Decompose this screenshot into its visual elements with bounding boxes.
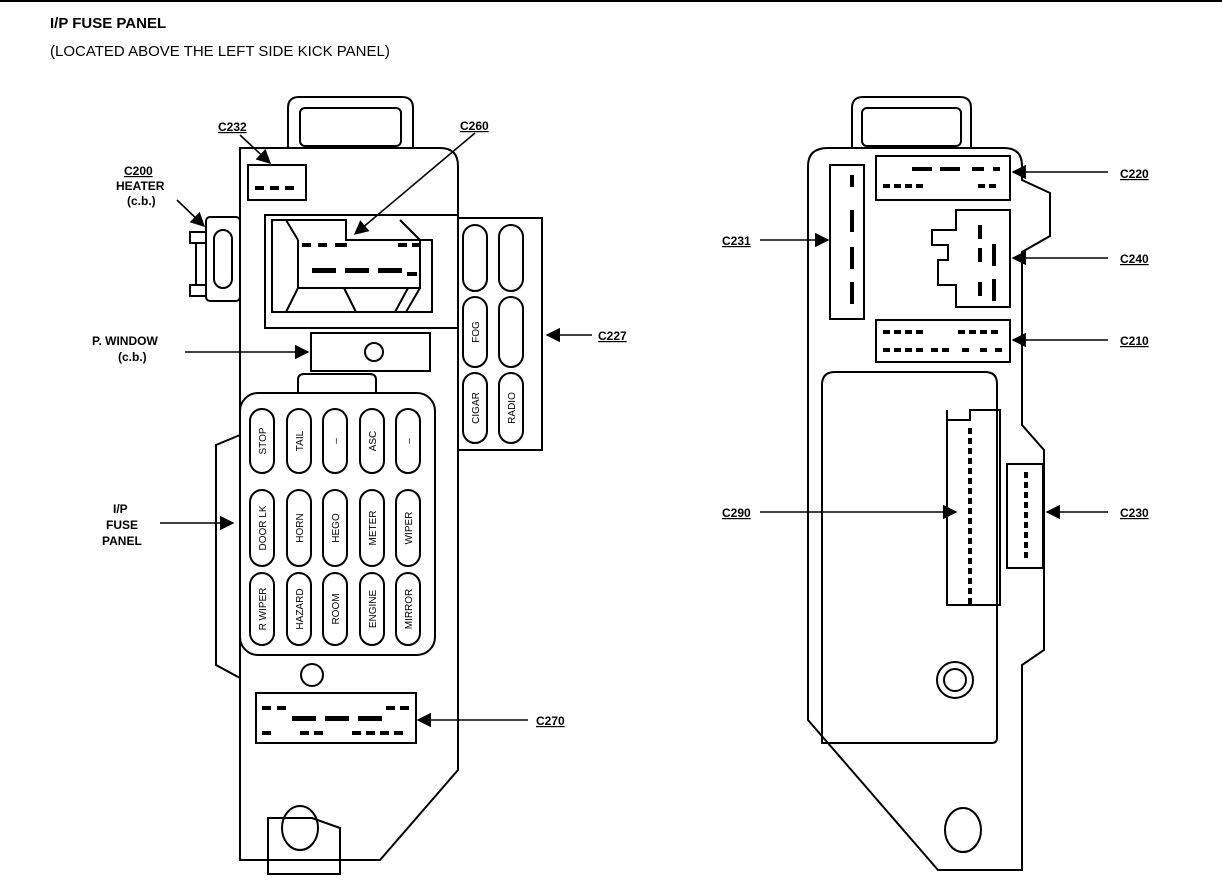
pin-mark — [1024, 522, 1028, 528]
pin-mark — [968, 508, 972, 514]
pin-mark — [968, 518, 972, 524]
connector-c210 — [875, 319, 1011, 363]
pin-mark — [1024, 472, 1028, 478]
rear-panel-body — [807, 147, 1051, 871]
fuse-label-mirror: MIRROR — [404, 589, 415, 630]
c290-pins — [968, 428, 972, 604]
fuse-label-r-wiper: R WIPER — [258, 588, 269, 631]
fuse-label-engine: ENGINE — [368, 590, 379, 629]
pin-mark — [968, 558, 972, 564]
panel-body — [239, 147, 459, 861]
connector-c260 — [271, 219, 433, 313]
pin-mark — [1024, 532, 1028, 538]
pin-mark — [968, 488, 972, 494]
label-fuse: FUSE — [106, 518, 138, 532]
fuse-radio — [498, 372, 524, 444]
connector-c230 — [1006, 463, 1044, 569]
pin-mark — [1024, 552, 1028, 558]
pin-mark — [1024, 542, 1028, 548]
front-panel-view — [189, 96, 543, 875]
pin-mark — [1024, 482, 1028, 488]
page-title: I/P FUSE PANEL — [50, 15, 167, 32]
fuse-label-hego: HEGO — [331, 513, 342, 543]
label-c231: C231 — [722, 234, 751, 248]
label-c232: C232 — [218, 120, 247, 134]
label-c200: C200 — [124, 164, 153, 178]
connector-c240 — [931, 209, 1011, 308]
pin-mark — [968, 498, 972, 504]
fuse-label-blank-2: – — [404, 438, 415, 444]
fuse-grid — [249, 408, 421, 646]
c230-pins — [1024, 472, 1028, 558]
pin-mark — [968, 548, 972, 554]
top-rule — [0, 0, 1222, 2]
pin-mark — [968, 528, 972, 534]
label-c260: C260 — [460, 119, 489, 133]
rear-panel-view — [807, 96, 1051, 871]
label-panel: PANEL — [102, 534, 142, 548]
callout-arrows — [160, 132, 1108, 728]
fuse-label-stop: STOP — [258, 427, 269, 454]
pin-mark — [1024, 512, 1028, 518]
label-p-window-cb: (c.b.) — [118, 350, 147, 364]
fuse-label-tail: TAIL — [295, 430, 306, 451]
pin-mark — [968, 428, 972, 434]
fuse-label-room: ROOM — [331, 593, 342, 624]
pin-mark — [968, 468, 972, 474]
fuse-cigar — [462, 372, 488, 444]
p-window-circuit-breaker — [310, 332, 431, 372]
pin-mark — [1024, 492, 1028, 498]
pin-mark — [968, 478, 972, 484]
connector-c290 — [946, 409, 1001, 606]
fuse-label-cigar: CIGAR — [471, 392, 482, 424]
pin-mark — [968, 568, 972, 574]
page-subtitle: (LOCATED ABOVE THE LEFT SIDE KICK PANEL) — [50, 43, 390, 60]
fuse-box — [239, 392, 436, 656]
label-heater: HEATER — [116, 179, 165, 193]
fuse-label-hazard: HAZARD — [295, 588, 306, 629]
pin-marks-right — [850, 167, 1002, 352]
label-c210: C210 — [1120, 334, 1149, 348]
pin-mark — [968, 438, 972, 444]
label-heater-cb: (c.b.) — [127, 194, 156, 208]
connector-c232 — [247, 164, 307, 201]
label-c220: C220 — [1120, 167, 1149, 181]
fuse-label-fog: FOG — [471, 321, 482, 343]
fuse-fog — [462, 296, 488, 368]
fuse-label-meter: METER — [368, 511, 379, 546]
connector-c231 — [829, 164, 865, 320]
pin-mark — [968, 588, 972, 594]
connector-c220 — [875, 155, 1011, 201]
fuse-label-horn: HORN — [295, 513, 306, 542]
fuse-label-door-lk: DOOR LK — [258, 505, 269, 550]
pin-mark — [968, 448, 972, 454]
pin-mark — [968, 538, 972, 544]
pin-mark — [968, 458, 972, 464]
label-c230: C230 — [1120, 506, 1149, 520]
label-c270: C270 — [536, 714, 565, 728]
label-ip: I/P — [113, 502, 128, 516]
connector-c270 — [255, 692, 417, 744]
label-c227: C227 — [598, 329, 627, 343]
pin-mark — [968, 598, 972, 604]
label-p-window: P. WINDOW — [92, 334, 158, 348]
heater-circuit-breaker — [205, 216, 241, 302]
label-c290: C290 — [722, 506, 751, 520]
fuse-label-wiper: WIPER — [404, 512, 415, 545]
fuse-label-blank-1: – — [331, 438, 342, 444]
fuse-label-radio: RADIO — [507, 392, 518, 424]
fuse-label-asc: ASC — [368, 431, 379, 452]
pin-mark — [968, 578, 972, 584]
pin-mark — [1024, 502, 1028, 508]
pin-marks-left — [255, 186, 421, 735]
label-c240: C240 — [1120, 252, 1149, 266]
